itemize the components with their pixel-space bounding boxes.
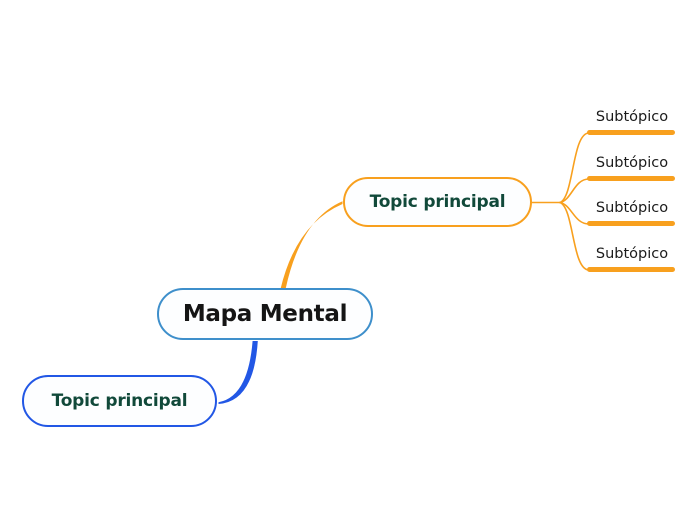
branch-root-to-topic-bottom [218, 341, 258, 404]
subtopic-node-4[interactable]: Subtópico [585, 244, 679, 272]
root-node[interactable]: Mapa Mental [157, 288, 373, 340]
subtopic-label: Subtópico [595, 200, 669, 216]
subtopic-underline [587, 176, 675, 181]
subtopic-node-1[interactable]: Subtópico [585, 107, 679, 135]
subtopic-underline [587, 267, 675, 272]
topic-node-bottom-left[interactable]: Topic principal [22, 375, 217, 427]
subtopic-label: Subtópico [595, 155, 669, 171]
subtopic-node-3[interactable]: Subtópico [585, 198, 679, 226]
branch-root-to-topic-top [280, 201, 343, 289]
topic-node-label: Topic principal [51, 391, 188, 411]
subtopic-label: Subtópico [595, 109, 669, 125]
subtopic-underline [587, 130, 675, 135]
subtopic-node-2[interactable]: Subtópico [585, 153, 679, 181]
root-node-label: Mapa Mental [182, 301, 348, 327]
topic-node-label: Topic principal [369, 192, 506, 212]
subtopic-label: Subtópico [595, 246, 669, 262]
topic-node-top-right[interactable]: Topic principal [343, 177, 532, 227]
subtopic-underline [587, 221, 675, 226]
